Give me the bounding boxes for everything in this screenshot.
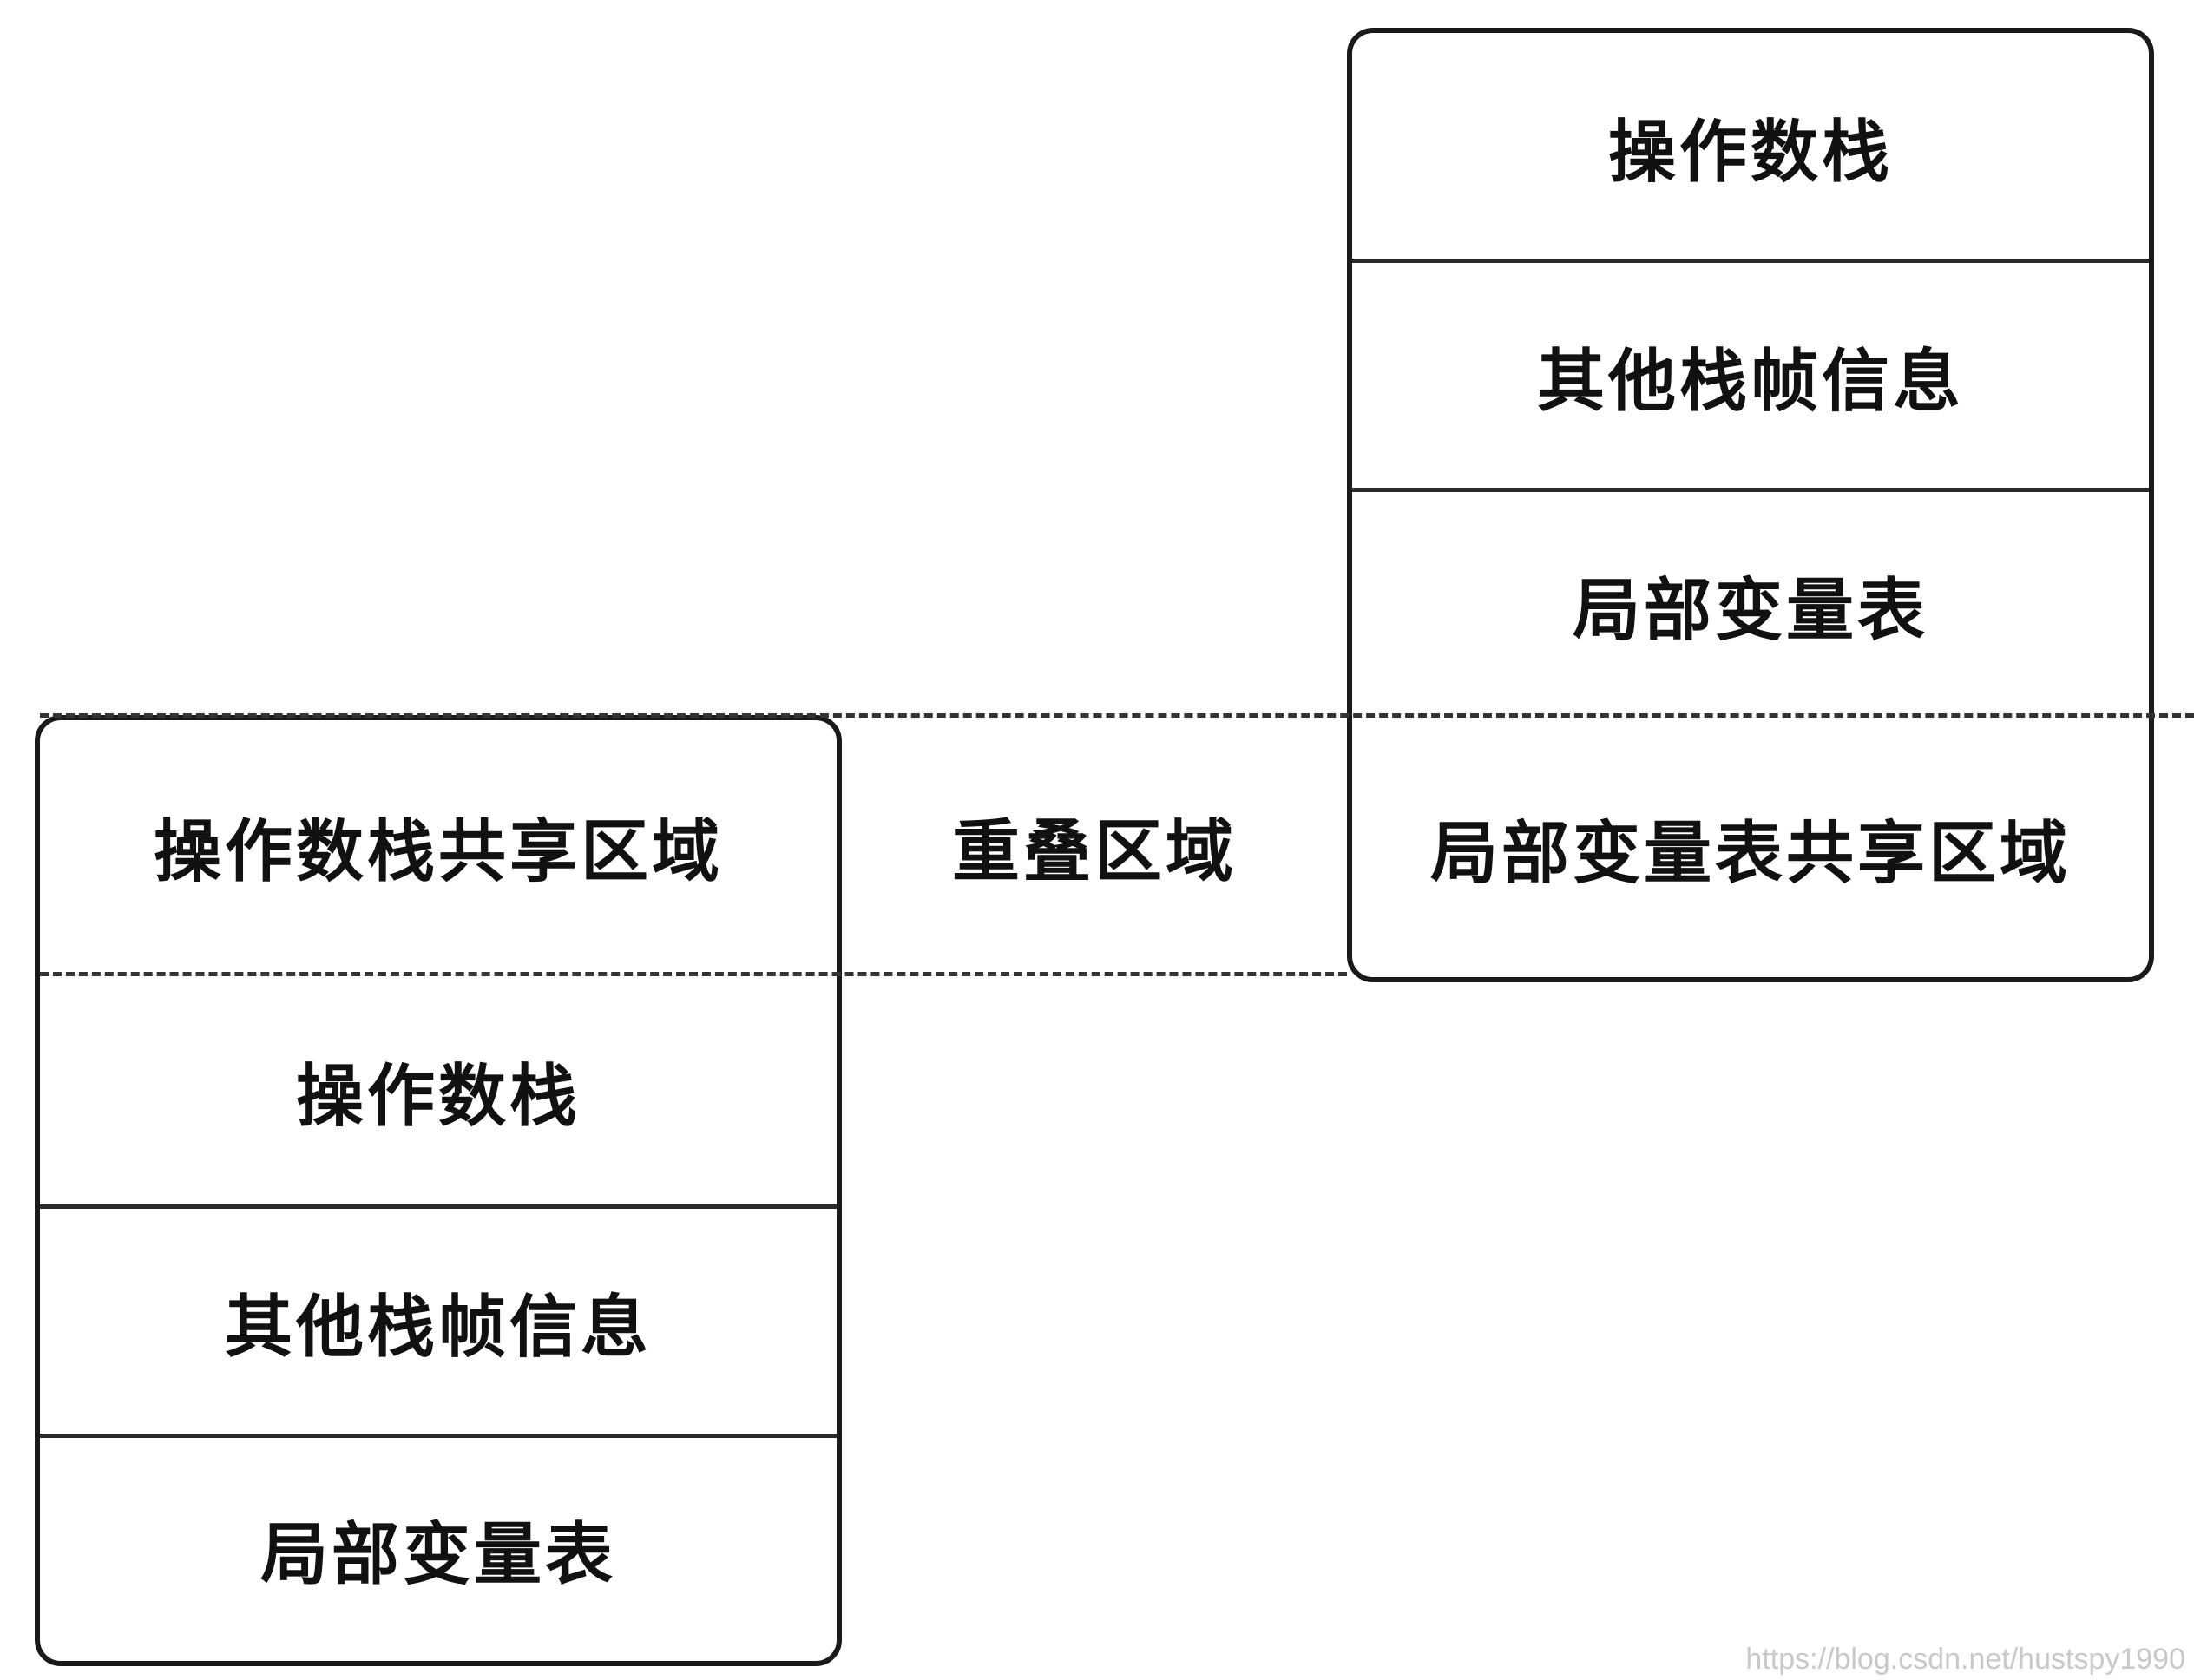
lower-local-variable-table: 局部变量表 (259, 1516, 616, 1594)
upper-divider-2 (1352, 488, 2149, 492)
lower-shared-operand-stack-area: 操作数栈共享区域 (153, 813, 723, 891)
lower-other-frame-info: 其他栈帧信息 (224, 1289, 652, 1367)
watermark: https://blog.csdn.net/hustspy1990 (1745, 1643, 2185, 1676)
lower-divider-2 (40, 1434, 837, 1438)
overlap-region-label: 重叠区域 (951, 813, 1237, 891)
upper-operand-stack: 操作数栈 (1607, 114, 1893, 192)
upper-stack-frame: 操作数栈 其他栈帧信息 局部变量表 局部变量表共享区域 (1347, 28, 2154, 982)
overlap-bottom-dashed-line (40, 972, 1347, 976)
upper-shared-local-variable-area: 局部变量表共享区域 (1429, 815, 2071, 893)
lower-operand-stack: 操作数栈 (295, 1058, 581, 1136)
overlap-top-dashed-line (40, 713, 2194, 718)
lower-divider-1 (40, 1204, 837, 1209)
lower-stack-frame: 操作数栈共享区域 操作数栈 其他栈帧信息 局部变量表 (35, 715, 842, 1666)
upper-other-frame-info: 其他栈帧信息 (1536, 343, 1964, 421)
upper-local-variable-table: 局部变量表 (1572, 572, 1928, 650)
upper-divider-1 (1352, 259, 2149, 263)
